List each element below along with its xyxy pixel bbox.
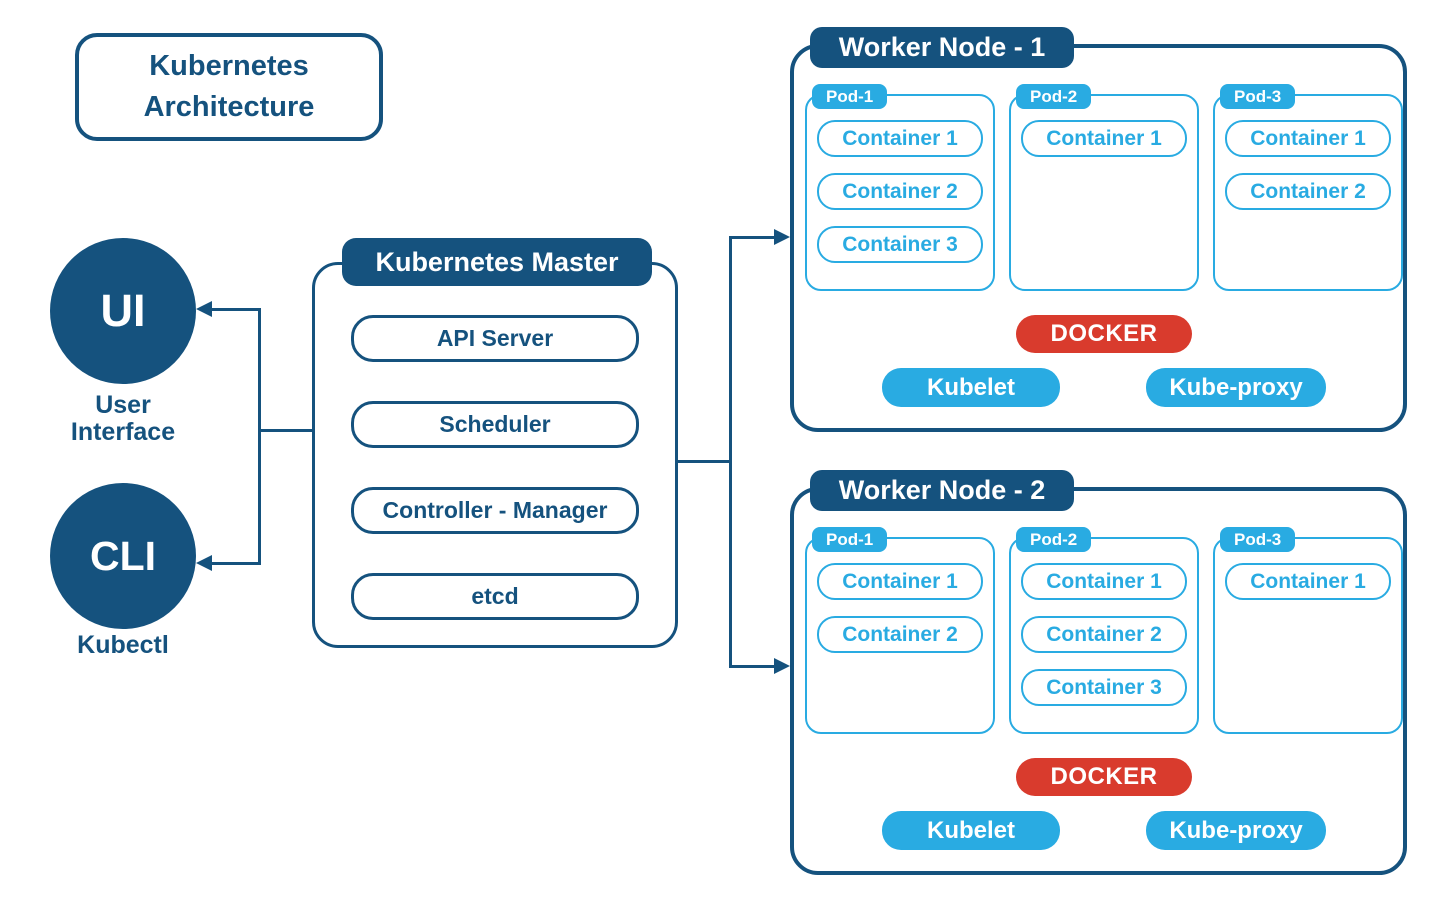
- diagram-title-box: Kubernetes Architecture: [75, 33, 383, 141]
- container-pill: Container 3: [1021, 669, 1187, 706]
- worker1-kubelet-pill: Kubelet: [882, 368, 1060, 407]
- connector-to-cli-shaft: [212, 562, 260, 565]
- worker-node-1-pods-row: Pod-1 Container 1 Container 2 Container …: [805, 84, 1403, 291]
- worker2-pod-3: Pod-3 Container 1: [1213, 527, 1403, 734]
- worker1-pod-2-tab: Pod-2: [1016, 84, 1092, 109]
- arrow-to-ui-icon: [196, 301, 212, 317]
- worker2-pod-2: Pod-2 Container 1 Container 2 Container …: [1009, 527, 1199, 734]
- worker-node-1-title: Worker Node - 1: [838, 32, 1046, 62]
- worker1-pod-3-tab: Pod-3: [1220, 84, 1296, 109]
- cli-caption: Kubectl: [77, 631, 169, 659]
- container-pill: Container 3: [817, 226, 983, 263]
- arrow-to-worker2-icon: [774, 658, 790, 674]
- container-pill: Container 2: [817, 173, 983, 210]
- worker2-kubelet-pill: Kubelet: [882, 811, 1060, 850]
- master-component-label: etcd: [471, 583, 519, 609]
- worker1-pod-1-tab: Pod-1: [812, 84, 888, 109]
- connector-master-to-workers: [678, 460, 732, 463]
- worker1-pod-3: Pod-3 Container 1 Container 2: [1213, 84, 1403, 291]
- ui-circle: UI: [50, 238, 196, 384]
- connector-master-to-clients: [260, 429, 314, 432]
- container-pill: Container 1: [817, 563, 983, 600]
- worker-node-2-pods-row: Pod-1 Container 1 Container 2 Pod-2 Cont…: [805, 527, 1403, 734]
- master-component-api-server: API Server: [351, 315, 639, 362]
- master-component-label: API Server: [436, 325, 554, 351]
- worker1-pod-2: Pod-2 Container 1: [1009, 84, 1199, 291]
- worker1-pod-1: Pod-1 Container 1 Container 2 Container …: [805, 84, 995, 291]
- container-pill: Container 1: [1021, 120, 1187, 157]
- kubernetes-master-header: Kubernetes Master: [342, 238, 652, 286]
- master-component-etcd: etcd: [351, 573, 639, 620]
- container-pill: Container 2: [1021, 616, 1187, 653]
- worker-node-2-title: Worker Node - 2: [838, 475, 1046, 505]
- arrow-to-cli-icon: [196, 555, 212, 571]
- connector-to-ui-shaft: [212, 308, 260, 311]
- cli-circle: CLI: [50, 483, 196, 629]
- cli-circle-label: CLI: [89, 532, 157, 579]
- container-pill: Container 1: [1021, 563, 1187, 600]
- container-pill: Container 1: [1225, 120, 1391, 157]
- ui-caption: User Interface: [70, 391, 176, 446]
- worker-node-1-box: Worker Node - 1 Pod-1 Container 1 Contai…: [790, 27, 1407, 432]
- worker2-pod-1-tab: Pod-1: [812, 527, 888, 552]
- connector-workers-vertical: [729, 236, 732, 668]
- worker2-pod-1: Pod-1 Container 1 Container 2: [805, 527, 995, 734]
- master-component-label: Scheduler: [439, 411, 551, 437]
- worker2-kube-proxy-pill: Kube-proxy: [1146, 811, 1326, 850]
- kubernetes-master-box: API Server Scheduler Controller - Manage…: [312, 262, 678, 648]
- worker-node-1-header: Worker Node - 1: [810, 27, 1074, 68]
- master-component-controller-manager: Controller - Manager: [351, 487, 639, 534]
- worker1-docker-pill: DOCKER: [1016, 315, 1192, 353]
- connector-to-worker2-shaft: [732, 665, 774, 668]
- worker1-kube-proxy-pill: Kube-proxy: [1146, 368, 1326, 407]
- diagram-title: Kubernetes Architecture: [143, 50, 315, 123]
- kubernetes-master-title: Kubernetes Master: [375, 246, 619, 277]
- connector-clients-vertical: [258, 308, 261, 565]
- master-component-scheduler: Scheduler: [351, 401, 639, 448]
- worker2-pod-2-tab: Pod-2: [1016, 527, 1092, 552]
- worker2-docker-pill: DOCKER: [1016, 758, 1192, 796]
- container-pill: Container 1: [1225, 563, 1391, 600]
- ui-circle-label: UI: [100, 285, 146, 336]
- worker2-pod-3-tab: Pod-3: [1220, 527, 1296, 552]
- arrow-to-worker1-icon: [774, 229, 790, 245]
- container-pill: Container 2: [817, 616, 983, 653]
- worker-node-2-box: Worker Node - 2 Pod-1 Container 1 Contai…: [790, 470, 1407, 875]
- container-pill: Container 2: [1225, 173, 1391, 210]
- connector-to-worker1-shaft: [732, 236, 774, 239]
- master-component-label: Controller - Manager: [382, 497, 608, 523]
- worker-node-2-header: Worker Node - 2: [810, 470, 1074, 511]
- container-pill: Container 1: [817, 120, 983, 157]
